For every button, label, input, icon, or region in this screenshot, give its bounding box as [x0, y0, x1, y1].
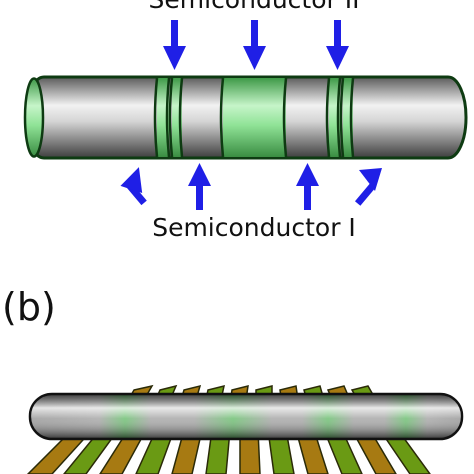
label-semiconductor-i: Semiconductor I: [152, 213, 356, 242]
green-band: [343, 78, 353, 157]
green-band: [157, 78, 169, 157]
green-segment: [223, 78, 286, 157]
arrow-up-icon: [354, 168, 382, 206]
green-band: [329, 78, 340, 157]
panel-label-b: (b): [2, 285, 56, 329]
arrow-up-icon: [188, 163, 211, 210]
nanowire-rod-b: [28, 392, 464, 441]
arrow-down-icon: [243, 20, 266, 70]
label-semiconductor-ii: Semiconductor II: [149, 0, 360, 14]
rod-end-cap: [23, 77, 45, 158]
arrow-down-icon: [326, 20, 349, 70]
green-band: [172, 78, 182, 157]
arrow-down-icon: [163, 20, 186, 70]
nanowire-rod-a: [23, 75, 468, 160]
arrow-up-icon: [120, 167, 147, 206]
arrow-up-icon: [296, 163, 319, 210]
